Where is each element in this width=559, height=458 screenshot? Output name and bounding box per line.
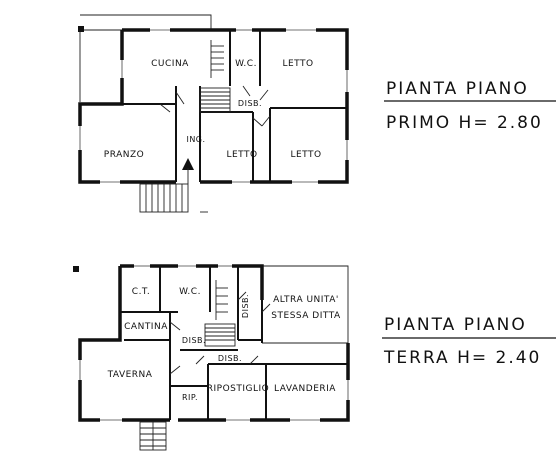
room-label-disb: DISB. <box>218 354 242 363</box>
room-label-lavanderia: LAVANDERIA <box>274 384 336 394</box>
external-staircase <box>139 168 208 213</box>
room-label-wc: W.C. <box>179 287 201 297</box>
external-staircase <box>139 421 167 451</box>
terrace-outline <box>79 29 122 102</box>
ground-floor-plan: C.T. W.C. DISB. ALTRA UNITA' STESSA DITT… <box>73 263 351 451</box>
room-label-disb: DISB. <box>238 99 262 108</box>
inner-staircase <box>199 40 231 113</box>
room-label-letto: LETTO <box>282 59 313 69</box>
windows <box>77 263 351 423</box>
doors <box>159 85 271 127</box>
room-label-cantina: CANTINA <box>124 322 168 332</box>
corner-marker <box>78 26 84 32</box>
windows <box>77 27 350 185</box>
room-label-ripostiglio: RIPOSTIGLIO <box>207 384 270 394</box>
room-label-ct: C.T. <box>132 287 150 297</box>
room-label-pranzo: PRANZO <box>104 150 144 160</box>
room-label-rip: RIP. <box>182 393 198 402</box>
room-label-letto: LETTO <box>226 150 257 160</box>
exterior-wall-south-east <box>178 343 350 422</box>
terrace-railing <box>80 14 212 30</box>
room-label-disb: DISB. <box>182 336 206 345</box>
exterior-wall-west <box>78 266 170 422</box>
room-label-ing: ING. <box>186 135 205 144</box>
title-primo-height: PRIMO H= 2.80 <box>386 113 543 133</box>
entrance-arrow-icon <box>182 158 194 170</box>
ground-floor-title: PIANTA PIANO TERRA H= 2.40 <box>382 315 556 368</box>
room-label-wc: W.C. <box>235 59 257 69</box>
room-label-cucina: CUCINA <box>151 59 189 69</box>
room-label-altra-unita: ALTRA UNITA' <box>273 295 339 305</box>
room-label-stessa-ditta: STESSA DITTA <box>271 311 341 321</box>
inner-staircase <box>204 280 236 347</box>
room-label-taverna: TAVERNA <box>107 370 153 380</box>
first-floor-title: PIANTA PIANO PRIMO H= 2.80 <box>384 79 556 133</box>
room-label-disb-vertical: DISB. <box>241 294 250 318</box>
doors <box>169 291 271 375</box>
title-pianta-piano: PIANTA PIANO <box>384 315 527 335</box>
exterior-wall-north <box>120 264 264 300</box>
corner-marker <box>73 266 79 272</box>
title-pianta-piano: PIANTA PIANO <box>386 79 529 99</box>
first-floor-plan: CUCINA W.C. LETTO DISB. PRANZO ING. LETT… <box>77 14 350 213</box>
exterior-wall-north-east <box>122 28 349 184</box>
room-label-letto: LETTO <box>290 150 321 160</box>
other-unit-outline <box>262 265 349 344</box>
title-terra-height: TERRA H= 2.40 <box>383 348 541 368</box>
